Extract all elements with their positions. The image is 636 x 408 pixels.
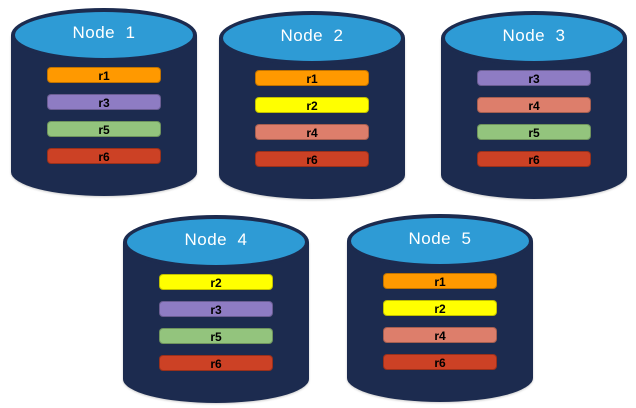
replica-bar: r3: [477, 70, 591, 86]
replica-bar: r4: [383, 327, 497, 343]
replica-bar: r2: [159, 274, 273, 290]
replica-bar: r6: [159, 355, 273, 371]
replica-bar: r4: [477, 97, 591, 113]
replica-bar: r2: [255, 97, 369, 113]
replica-bar: r1: [47, 67, 161, 83]
database-node-1: Node 1 r1 r3 r5 r6: [11, 8, 197, 196]
cylinder-top: [11, 8, 197, 62]
replica-list: r1 r3 r5 r6: [11, 67, 197, 175]
replica-list: r3 r4 r5 r6: [441, 70, 627, 178]
cylinder-top: [441, 11, 627, 65]
node-title: Node 1: [72, 23, 136, 42]
replica-bar: r2: [383, 300, 497, 316]
replica-list: r1 r2 r4 r6: [347, 273, 533, 381]
replica-bar: r5: [47, 121, 161, 137]
database-node-4: Node 4 r2 r3 r5 r6: [123, 215, 309, 403]
replica-bar: r1: [383, 273, 497, 289]
node-title: Node 3: [502, 26, 566, 45]
cylinder-top: [347, 214, 533, 268]
replica-bar: r6: [255, 151, 369, 167]
cylinder-top: [123, 215, 309, 269]
database-node-3: Node 3 r3 r4 r5 r6: [441, 11, 627, 199]
replica-bar: r6: [477, 151, 591, 167]
replica-bar: r3: [159, 301, 273, 317]
cylinder-top: [219, 11, 405, 65]
replica-bar: r5: [159, 328, 273, 344]
replica-bar: r1: [255, 70, 369, 86]
replica-bar: r6: [47, 148, 161, 164]
database-node-2: Node 2 r1 r2 r4 r6: [219, 11, 405, 199]
replica-bar: r6: [383, 354, 497, 370]
node-title: Node 5: [408, 229, 472, 248]
database-node-5: Node 5 r1 r2 r4 r6: [347, 214, 533, 402]
replica-bar: r5: [477, 124, 591, 140]
replica-bar: r3: [47, 94, 161, 110]
replica-list: r2 r3 r5 r6: [123, 274, 309, 382]
node-title: Node 2: [280, 26, 344, 45]
replica-list: r1 r2 r4 r6: [219, 70, 405, 178]
node-title: Node 4: [184, 230, 248, 249]
replica-bar: r4: [255, 124, 369, 140]
